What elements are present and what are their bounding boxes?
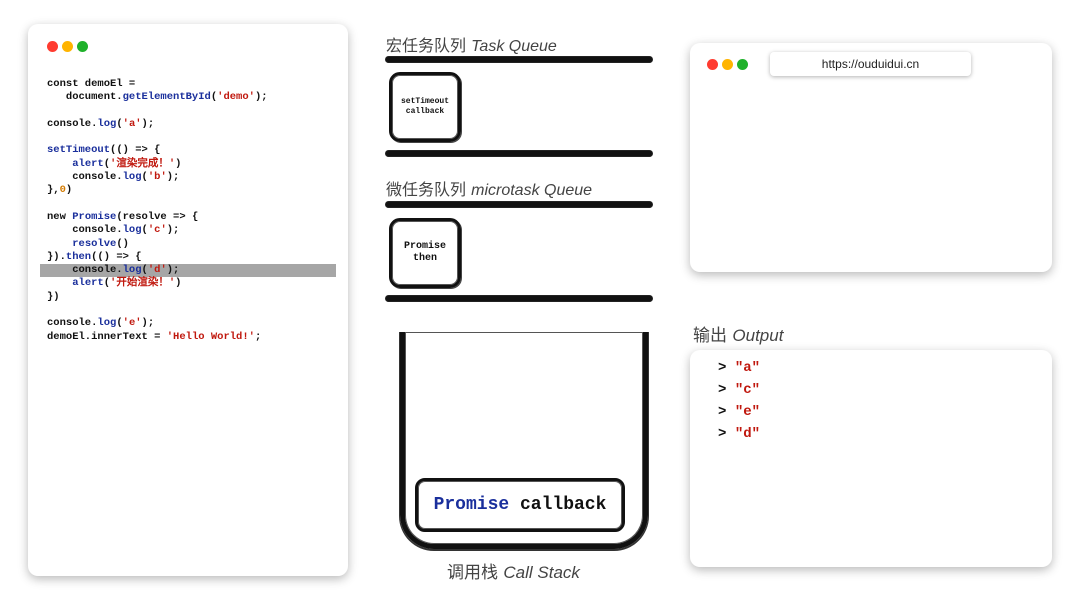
code-block: const demoEl = document.getElementById('… xyxy=(28,78,348,344)
code-line: console.log('a'); xyxy=(47,117,155,130)
output-line: > "c" xyxy=(718,382,761,398)
highlighted-code-line: console.log('d'); xyxy=(40,264,336,278)
code-editor-window: const demoEl = document.getElementById('… xyxy=(28,24,348,576)
code-line: console.log('c'); xyxy=(47,224,180,237)
output-line: > "d" xyxy=(718,426,761,442)
task-queue-bottom-line xyxy=(386,151,652,156)
code-line: console.log('b'); xyxy=(47,171,180,184)
address-bar[interactable]: https://ouduidui.cn xyxy=(770,52,971,76)
code-line: alert('渲染完成！') xyxy=(72,157,182,170)
code-line: },0) xyxy=(47,184,73,197)
code-line: resolve() xyxy=(72,237,129,250)
maximize-dot[interactable] xyxy=(77,41,88,52)
microtask-queue-label: 微任务队列 microtask Queue xyxy=(386,180,593,199)
close-dot[interactable] xyxy=(707,59,718,70)
code-line xyxy=(28,105,348,118)
close-dot[interactable] xyxy=(47,41,58,52)
minimize-dot[interactable] xyxy=(722,59,733,70)
code-line xyxy=(28,131,348,144)
microtask-queue-top-line xyxy=(386,202,652,207)
code-line: document.getElementById('demo'); xyxy=(47,91,268,104)
output-label: 输出 Output xyxy=(693,326,784,346)
console-output: > "a" > "c" > "e" > "d" xyxy=(690,350,1052,567)
call-stack-label: 调用栈 Call Stack xyxy=(447,563,580,583)
output-line: > "a" xyxy=(718,360,761,376)
browser-window: https://ouduidui.cn xyxy=(690,43,1052,272)
window-controls xyxy=(47,41,88,52)
call-stack-item: Promise callback xyxy=(415,478,625,532)
call-stack-container xyxy=(400,332,648,549)
code-line: alert('开始渲染！') xyxy=(72,277,182,290)
microtask-queue-bottom-line xyxy=(386,296,652,301)
minimize-dot[interactable] xyxy=(62,41,73,52)
output-line: > "e" xyxy=(718,404,761,420)
code-line: const demoEl = xyxy=(47,78,136,90)
maximize-dot[interactable] xyxy=(737,59,748,70)
code-line: }).then(() => { xyxy=(47,250,142,263)
code-line: setTimeout(() => { xyxy=(47,144,161,157)
code-line xyxy=(28,198,348,211)
code-line xyxy=(28,304,348,317)
browser-window-controls xyxy=(707,59,748,70)
task-queue-label: 宏任务队列 Task Queue xyxy=(386,36,557,55)
code-line: }) xyxy=(47,290,60,303)
code-line: demoEl.innerText = 'Hello World!'; xyxy=(47,330,262,343)
code-line: new Promise(resolve => { xyxy=(47,210,199,223)
task-queue-top-line xyxy=(386,57,652,62)
code-line: console.log('e'); xyxy=(47,317,155,330)
